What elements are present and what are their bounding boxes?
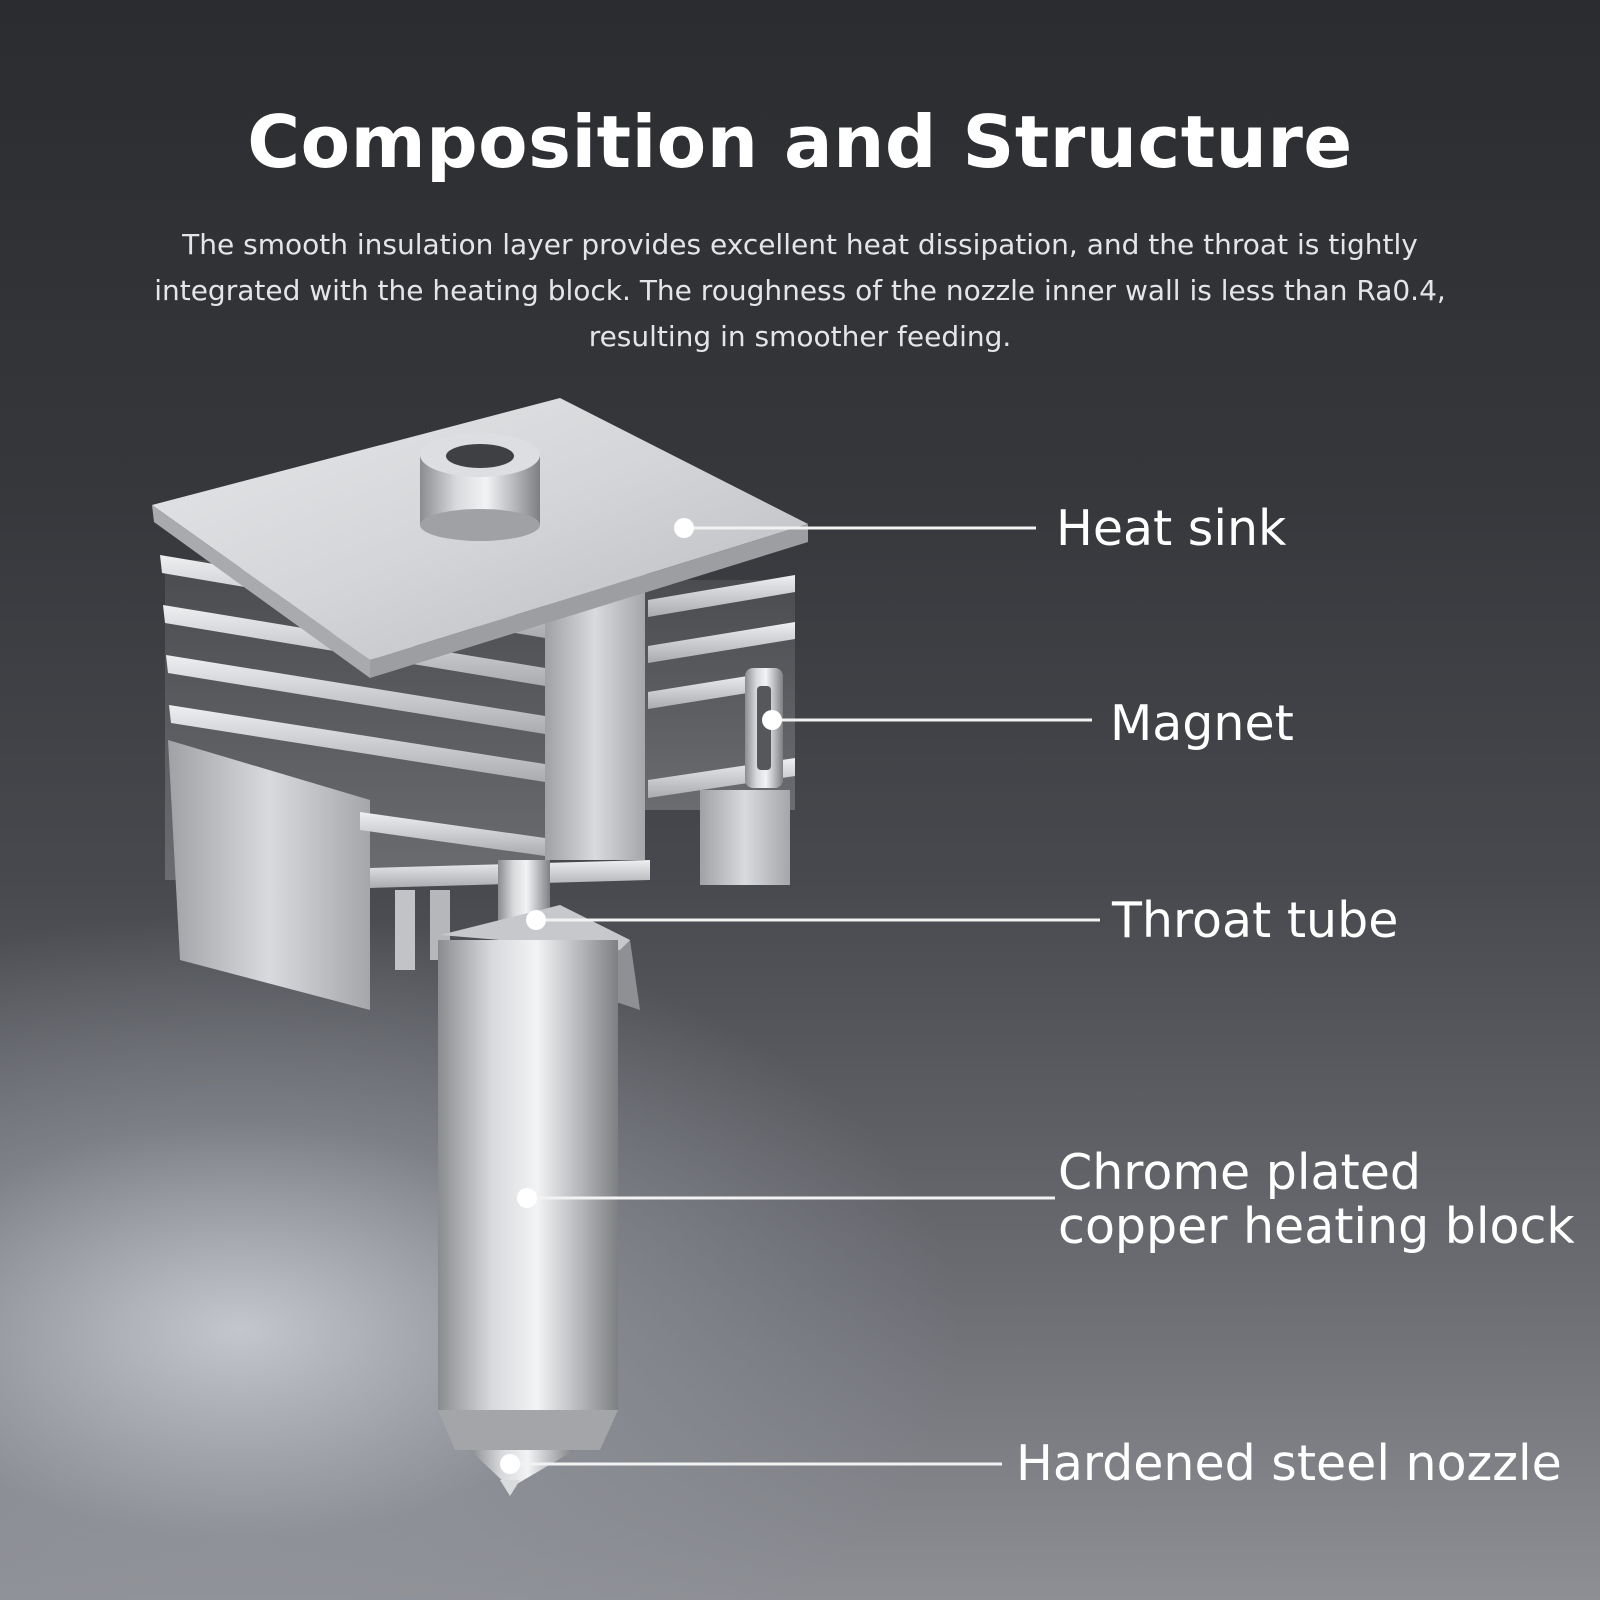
magnet-slot xyxy=(757,686,771,770)
inlet-fitting-base xyxy=(420,509,540,541)
right-fin xyxy=(648,575,795,617)
heat-sink-top-plate-edge xyxy=(152,505,370,678)
nozzle-cone xyxy=(470,1450,575,1488)
heating-block-bevel xyxy=(438,1410,618,1450)
leader-dot-nozzle xyxy=(500,1454,520,1474)
inlet-fitting-graphic xyxy=(420,433,540,541)
leader-dot-magnet xyxy=(762,710,782,730)
left-fin xyxy=(166,655,545,734)
leader-dots xyxy=(500,518,782,1474)
heating-block-body xyxy=(438,940,618,1410)
right-fins xyxy=(648,575,795,885)
magnet-graphic xyxy=(745,668,783,788)
leader-dot-throat-tube xyxy=(526,910,546,930)
right-fin xyxy=(648,622,795,663)
left-fin xyxy=(169,705,545,782)
label-heat-sink: Heat sink xyxy=(1056,500,1287,557)
right-lower-foot xyxy=(700,790,790,885)
label-heating-block: Chrome plated copper heating block xyxy=(1058,1144,1575,1255)
nozzle-tip xyxy=(500,1480,520,1496)
leader-lines xyxy=(510,526,1100,1466)
heating-block-graphic xyxy=(438,905,640,1450)
heat-sink-left-block xyxy=(168,740,370,1010)
label-nozzle: Hardened steel nozzle xyxy=(1016,1435,1562,1492)
label-throat-tube: Throat tube xyxy=(1112,892,1399,949)
right-fin xyxy=(648,674,760,709)
nozzle-graphic xyxy=(470,1450,575,1496)
left-fin xyxy=(360,812,545,856)
inlet-fitting-bore xyxy=(446,444,514,468)
page-description: The smooth insulation layer provides exc… xyxy=(154,228,1446,353)
page-title: Composition and Structure xyxy=(247,100,1353,184)
heat-sink-top-plate-edge-right xyxy=(370,524,808,678)
heat-sink-leg xyxy=(395,890,415,970)
leader-dot-heating-block xyxy=(517,1188,537,1208)
leader-dot-heat-sink xyxy=(674,518,694,538)
label-magnet: Magnet xyxy=(1110,695,1294,752)
